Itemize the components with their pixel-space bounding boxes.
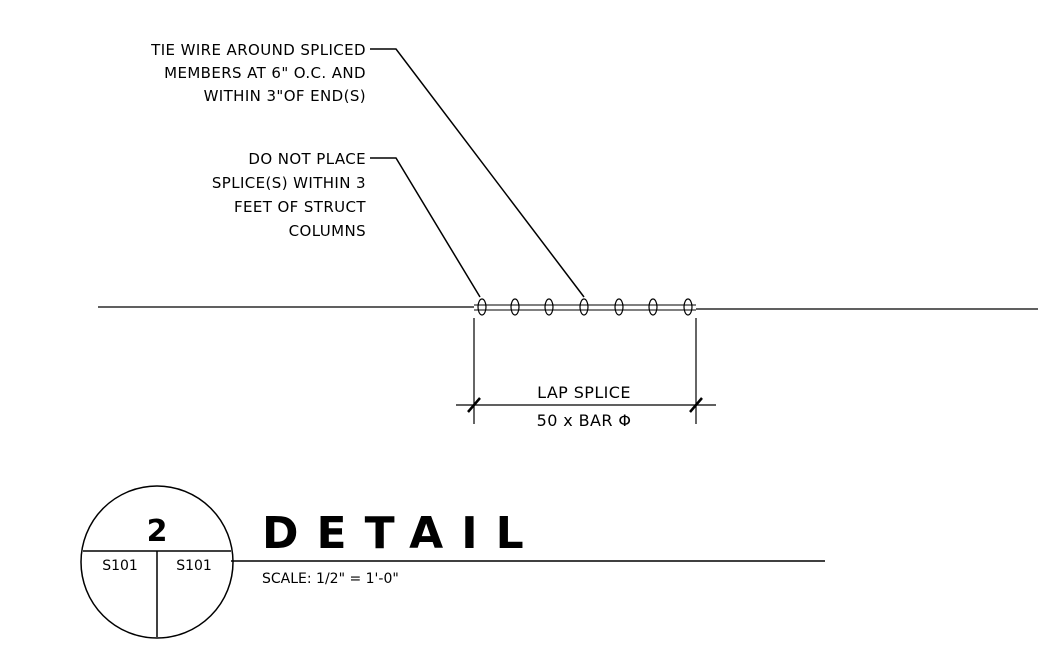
- lap-splice-label: LAP SPLICE: [537, 383, 631, 402]
- tie-wire-note: TIE WIRE AROUND SPLICED MEMBERS AT 6" O.…: [150, 41, 366, 105]
- tie-wire-note-line-1: TIE WIRE AROUND SPLICED: [150, 41, 366, 59]
- sheet-reference-left: S101: [102, 558, 138, 574]
- tie-wire-5: [614, 298, 624, 316]
- detail-number: 2: [147, 514, 168, 549]
- lap-splice-dimension: LAP SPLICE 50 x BAR Φ: [456, 318, 716, 430]
- detail-title-block: 2 S101 S101 DETAIL SCALE: 1/2" = 1'-0": [80, 485, 825, 639]
- tie-wire-7: [683, 298, 693, 316]
- tick-right: [689, 397, 703, 413]
- detail-bubble: [80, 485, 234, 639]
- detail-title: DETAIL: [262, 508, 542, 559]
- tie-wire-1: [477, 298, 487, 316]
- tie-wire-6: [648, 298, 658, 316]
- do-not-place-note-line-4: COLUMNS: [289, 222, 366, 240]
- sheet-reference-right: S101: [176, 558, 212, 574]
- tie-wire-2: [510, 298, 520, 316]
- detail-scale: SCALE: 1/2" = 1'-0": [262, 571, 399, 587]
- tie-wire-3: [544, 298, 554, 316]
- tie-wire-note-line-3: WITHIN 3"OF END(S): [204, 87, 366, 105]
- lap-length-label: 50 x BAR Φ: [537, 411, 632, 430]
- tie-wire-leader: [370, 48, 585, 298]
- tie-wire-note-line-2: MEMBERS AT 6" O.C. AND: [164, 64, 366, 82]
- do-not-place-note-line-2: SPLICE(S) WITHIN 3: [212, 174, 366, 192]
- do-not-place-note: DO NOT PLACE SPLICE(S) WITHIN 3 FEET OF …: [212, 150, 366, 240]
- do-not-place-note-line-3: FEET OF STRUCT: [234, 198, 366, 216]
- tick-left: [467, 397, 481, 413]
- tie-wire-4: [579, 298, 589, 316]
- tie-wires: [477, 298, 693, 316]
- do-not-place-note-line-1: DO NOT PLACE: [248, 150, 366, 168]
- do-not-place-leader: [370, 157, 481, 298]
